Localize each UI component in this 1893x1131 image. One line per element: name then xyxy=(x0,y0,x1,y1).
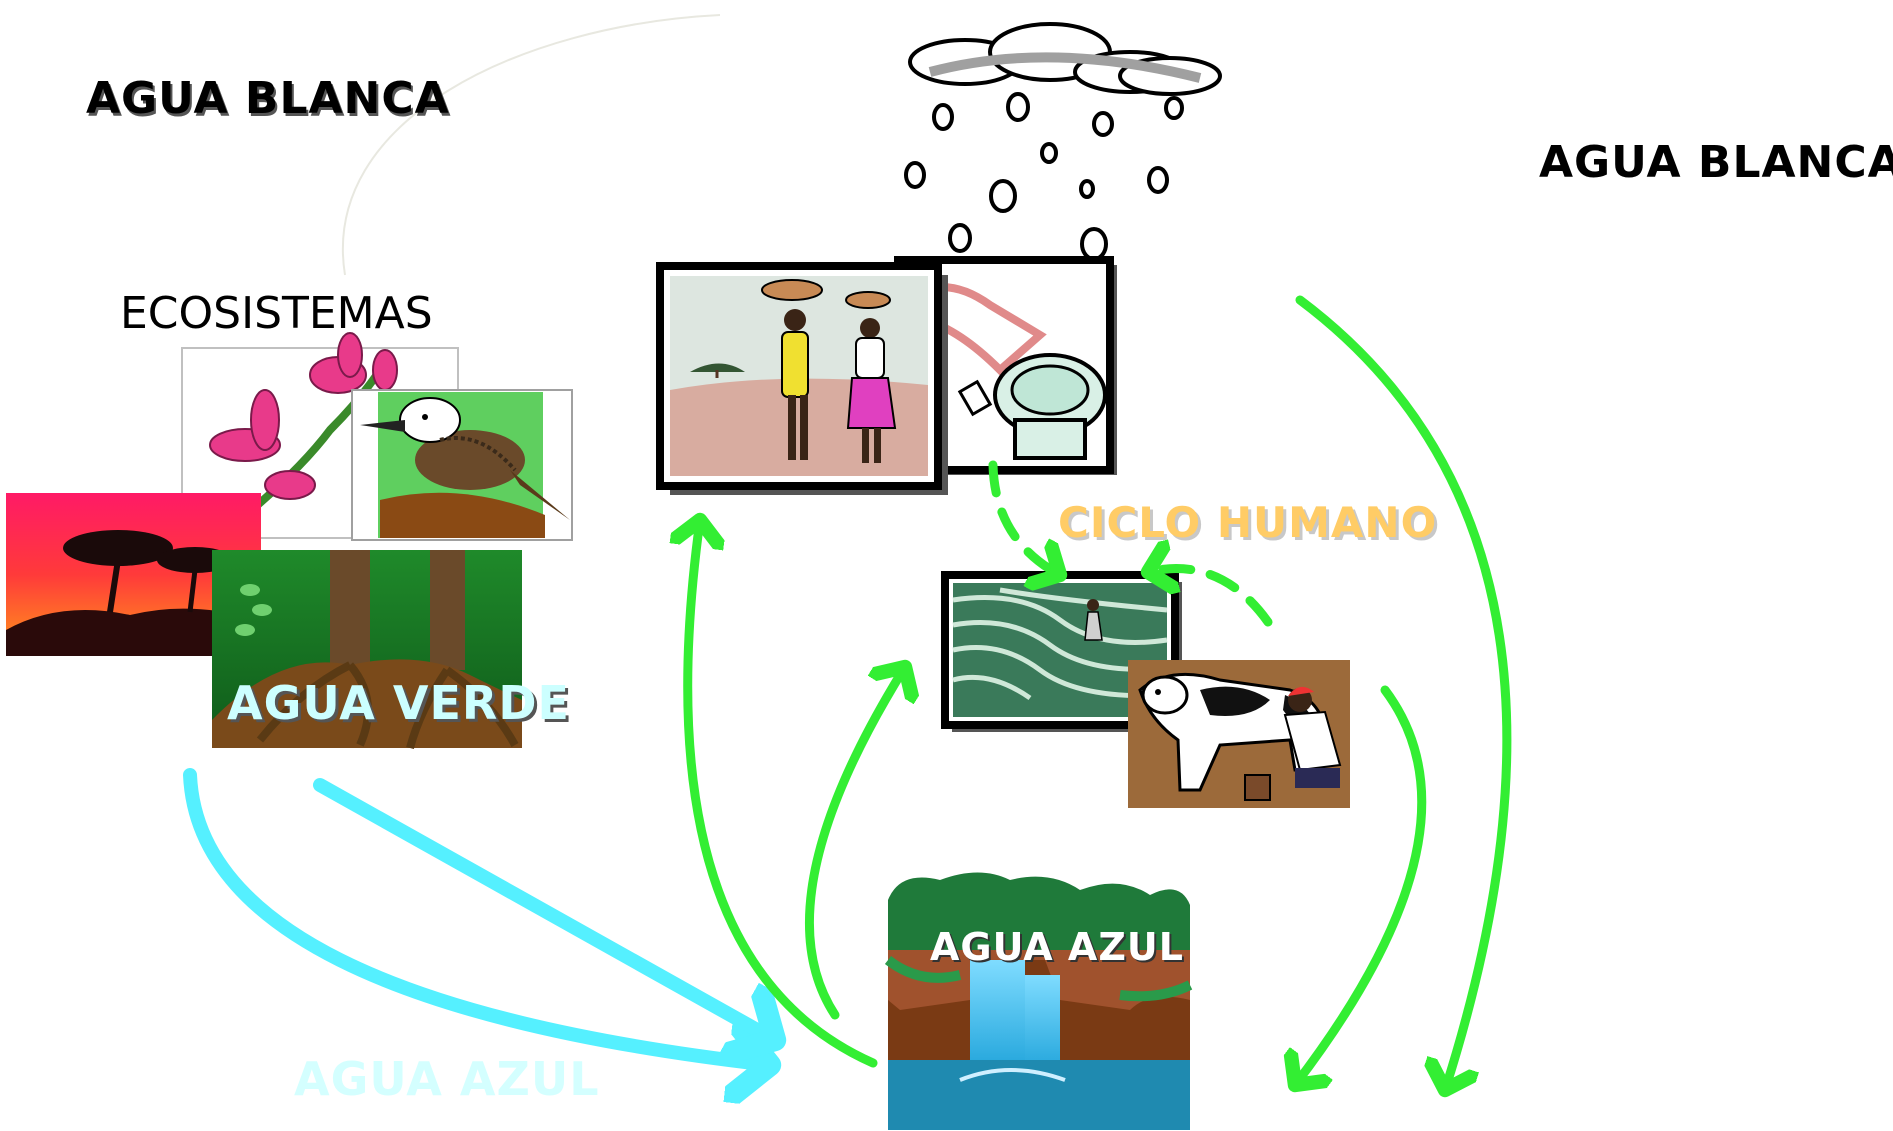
white-water-label-left: AGUA BLANCA xyxy=(86,73,450,124)
green-dashed-arrow-livestock-to-field xyxy=(1148,569,1273,627)
cyan-arrow-green-to-blue-water xyxy=(313,778,775,1040)
green-dashed-arrow-toilet-to-field xyxy=(988,460,1060,575)
cow-milking-icon xyxy=(1128,660,1350,808)
green-arrow-blue-to-agriculture xyxy=(804,667,905,1020)
blue-water-fall-label-shadow: AGUA AZUL xyxy=(932,927,1186,971)
green-arrow-livestock-to-blue xyxy=(1295,685,1427,1085)
faint-evaporation-arc xyxy=(342,14,721,276)
cyan-arrow-ecosystem-to-blue-water xyxy=(183,768,770,1065)
green-water-label: AGUA VERDE xyxy=(227,676,570,730)
forest-roots-icon xyxy=(212,550,522,750)
white-water-label-right: AGUA BLANCA xyxy=(1539,137,1893,188)
blue-water-fall-label: AGUA AZUL xyxy=(930,925,1184,969)
green-arrow-blue-to-domestic xyxy=(688,520,878,1068)
waterfall-icon xyxy=(884,872,1193,1130)
human-cycle-label-shadow: CICLO HUMANO xyxy=(1061,501,1440,550)
green-water-label-shadow: AGUA VERDE xyxy=(230,679,573,733)
white-water-label-left-shadow: AGUA BLANCA xyxy=(88,76,452,127)
green-arrow-white-water-to-blue xyxy=(1295,295,1512,1090)
women-carrying-water-icon xyxy=(656,262,948,495)
cloud-with-rain-icon xyxy=(904,22,1222,261)
human-cycle-label: CICLO HUMANO xyxy=(1058,498,1437,547)
kingfisher-bird-icon xyxy=(351,389,573,541)
ecosystems-label: ECOSISTEMAS xyxy=(120,288,433,339)
blue-water-bottom-label: AGUA AZUL xyxy=(294,1052,600,1106)
ecosystem-collage xyxy=(6,332,573,750)
